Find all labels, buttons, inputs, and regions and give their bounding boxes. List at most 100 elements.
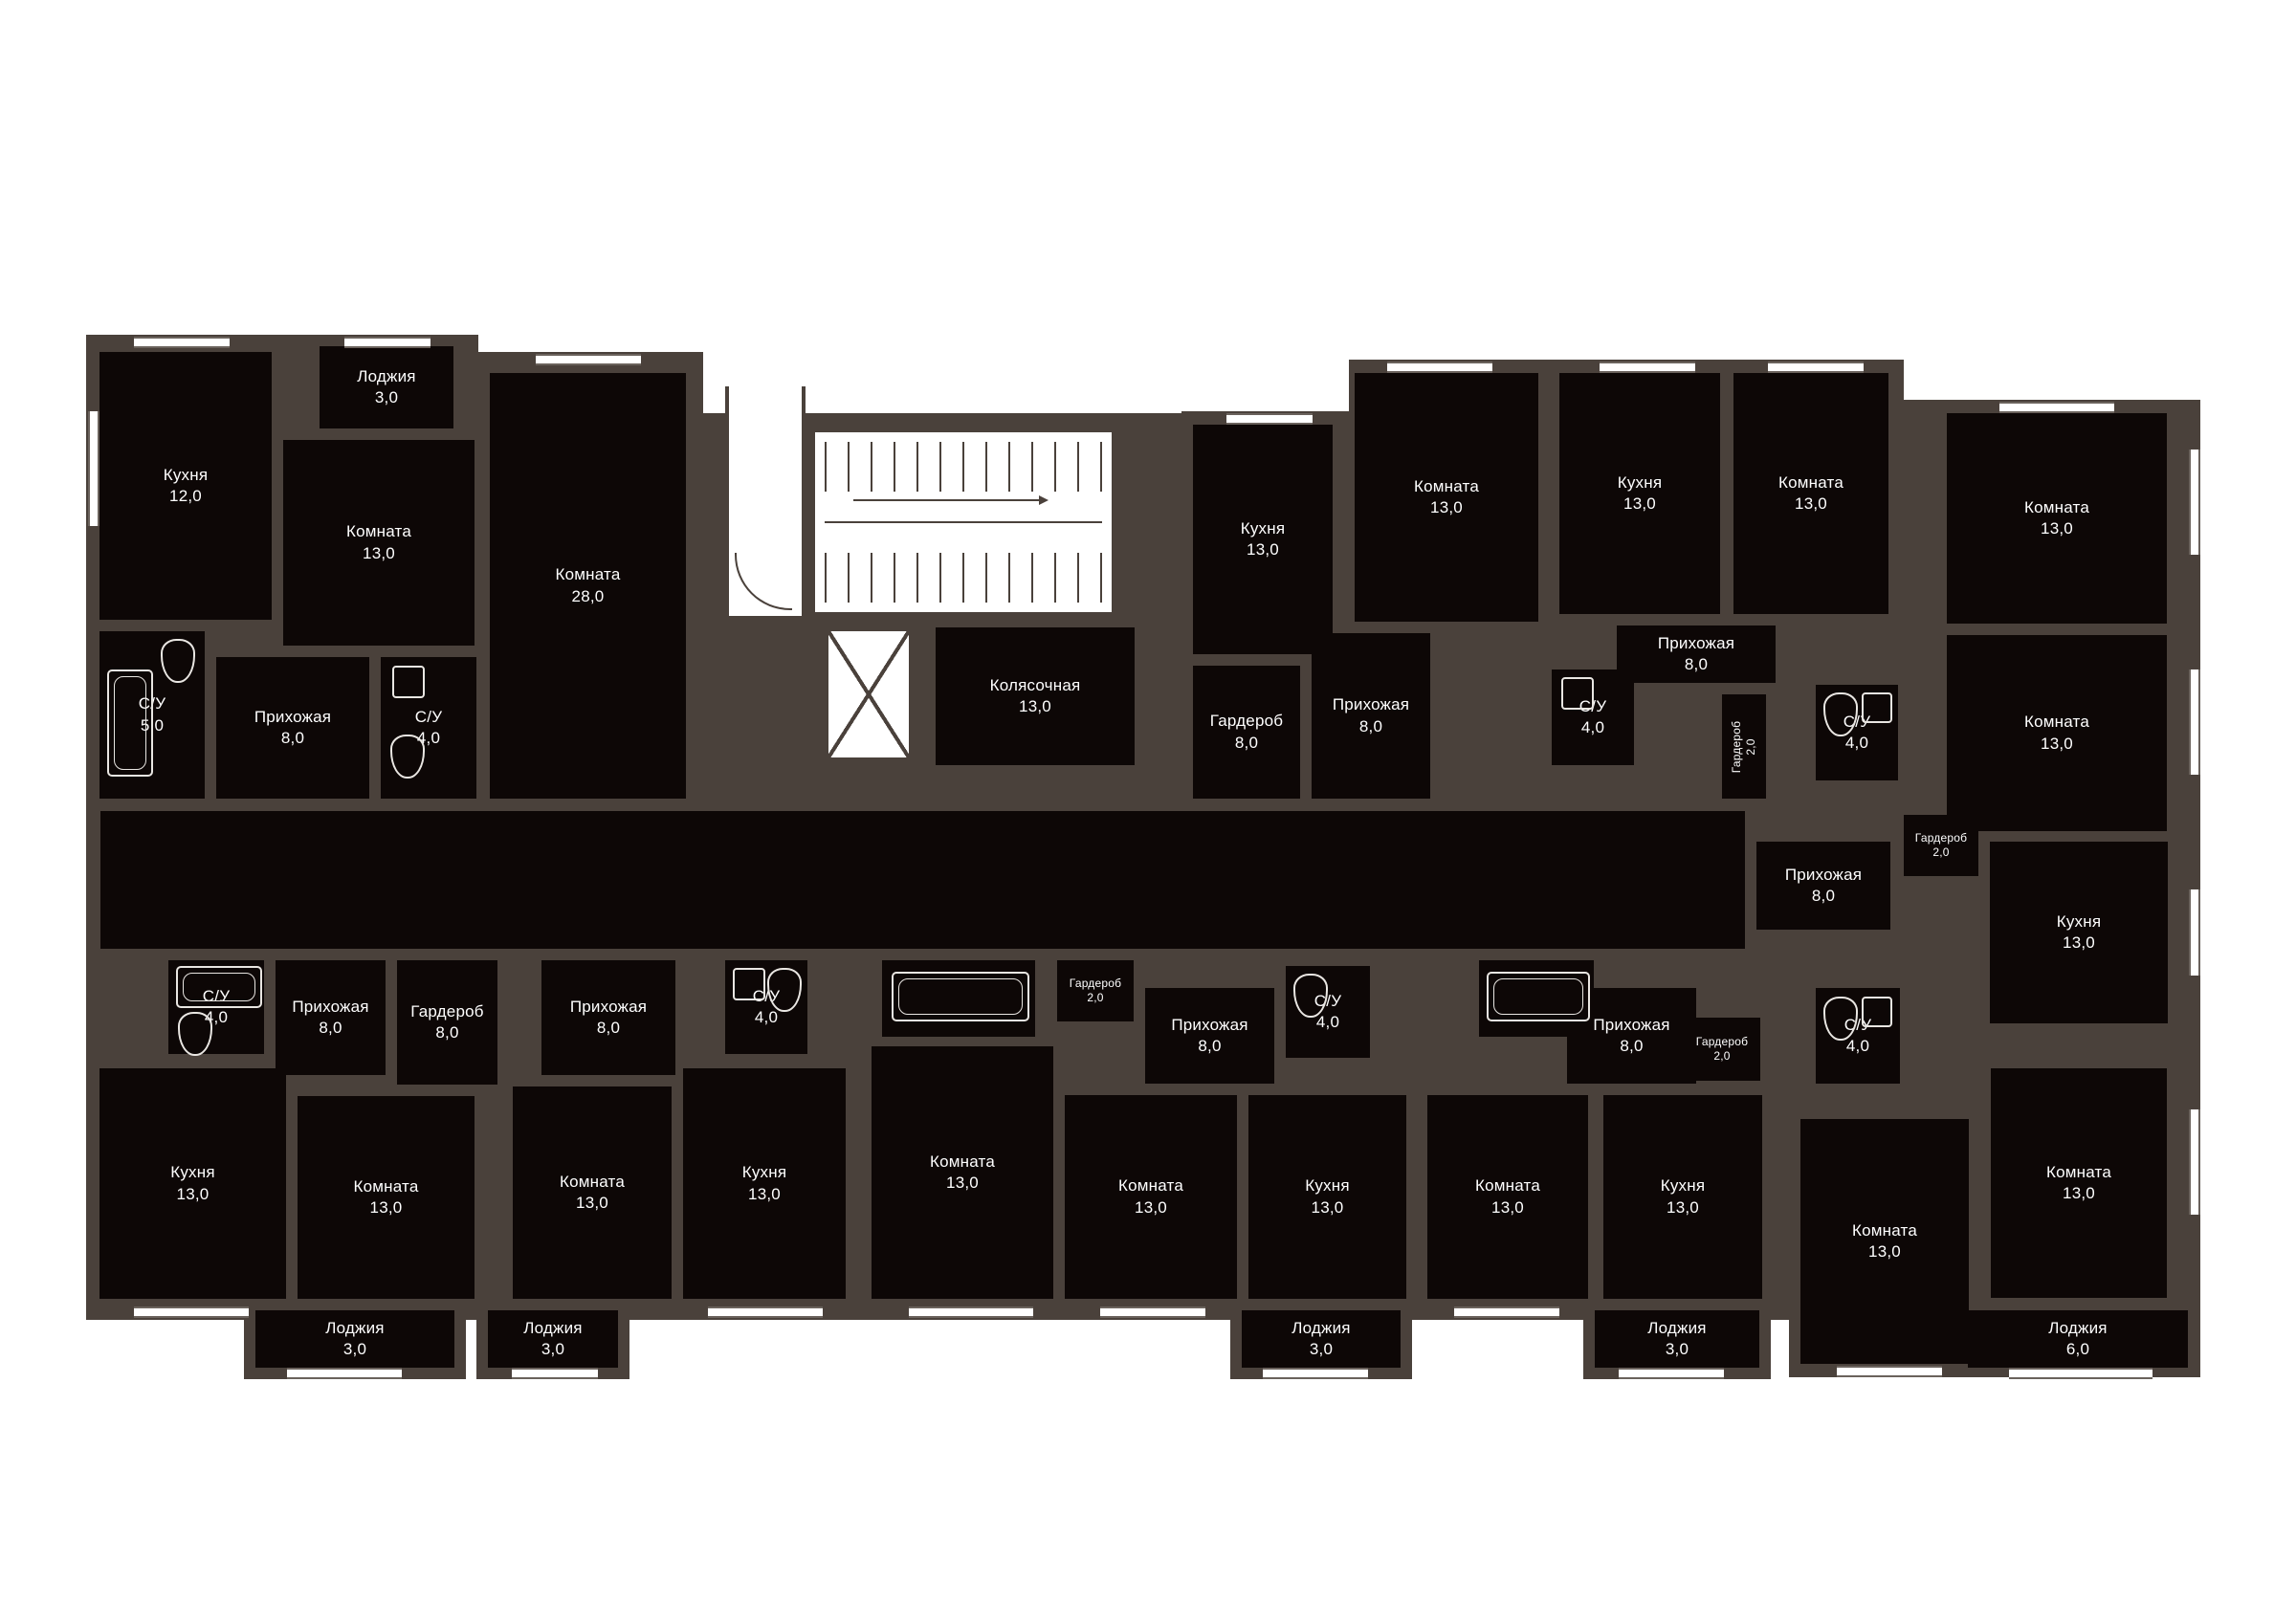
room-area: 13,0 [369, 1198, 403, 1217]
room-area: 4,0 [1580, 718, 1605, 736]
room-name: Комната [930, 1152, 995, 1171]
room-area: 13,0 [1868, 1242, 1901, 1261]
window [708, 1306, 823, 1318]
sink-fixture [1862, 997, 1892, 1027]
window [1454, 1306, 1559, 1318]
room-area: 13,0 [576, 1194, 608, 1212]
room-area: 3,0 [374, 388, 399, 406]
window [2009, 1368, 2152, 1379]
tub-inner [1493, 978, 1583, 1015]
window [512, 1368, 598, 1379]
toilet-fixture [161, 639, 195, 683]
room-name: Прихожая [292, 997, 369, 1016]
room-label: Комната 13,0 [1852, 1220, 1917, 1263]
room-name: Гардероб [1695, 1035, 1749, 1048]
stair-divider [825, 521, 1102, 523]
room-name: Лоджия [325, 1318, 385, 1337]
room-name: Лоджия [1647, 1318, 1707, 1337]
window [1263, 1368, 1368, 1379]
room-area: 3,0 [541, 1340, 565, 1358]
toilet-fixture [178, 1012, 212, 1056]
room-name: Кухня [163, 465, 209, 484]
room-name: Комната [555, 565, 621, 584]
room-name: Комната [353, 1176, 419, 1196]
window [1619, 1368, 1724, 1379]
room-area: 2,0 [1713, 1049, 1731, 1063]
room-corridor [100, 811, 1745, 949]
sink-fixture [392, 666, 425, 698]
room-area: 3,0 [342, 1340, 367, 1358]
room-area: 13,0 [363, 543, 395, 562]
room-name: Кухня [1617, 472, 1663, 492]
tub-inner [114, 676, 146, 770]
room-name: Кухня [170, 1163, 215, 1182]
window [1226, 413, 1313, 425]
window [2189, 1109, 2200, 1215]
room-area: 13,0 [748, 1184, 781, 1203]
window [2189, 669, 2200, 775]
room-area: 13,0 [1019, 697, 1051, 715]
room-area: 13,0 [1311, 1197, 1344, 1217]
room-area: 13,0 [1135, 1197, 1167, 1217]
room-area: 6,0 [2065, 1340, 2090, 1358]
room-area: 3,0 [1309, 1340, 1334, 1358]
room-name: Комната [1475, 1176, 1540, 1196]
room-name: Комната [1118, 1176, 1183, 1196]
room-name: Кухня [1240, 518, 1286, 538]
elevator-shaft [825, 627, 913, 761]
room-area: 8,0 [596, 1019, 621, 1037]
window [1999, 402, 2114, 413]
window [88, 411, 99, 526]
room-name: Гардероб [1069, 977, 1122, 990]
room-area: 12,0 [169, 487, 202, 505]
room-name: Кухня [1305, 1176, 1350, 1196]
room-name: Комната [560, 1172, 625, 1191]
toilet-fixture [1823, 692, 1858, 736]
room-area: 13,0 [2041, 734, 2073, 753]
tub-fixture [1487, 972, 1590, 1021]
stair-direction-arrow [853, 495, 1049, 505]
room-name: Комната [1852, 1220, 1917, 1240]
room-name: Гардероб [1914, 831, 1968, 845]
room-name: Комната [1778, 472, 1843, 492]
entrance-lobby [725, 386, 806, 616]
room-area: 8,0 [1198, 1037, 1222, 1055]
